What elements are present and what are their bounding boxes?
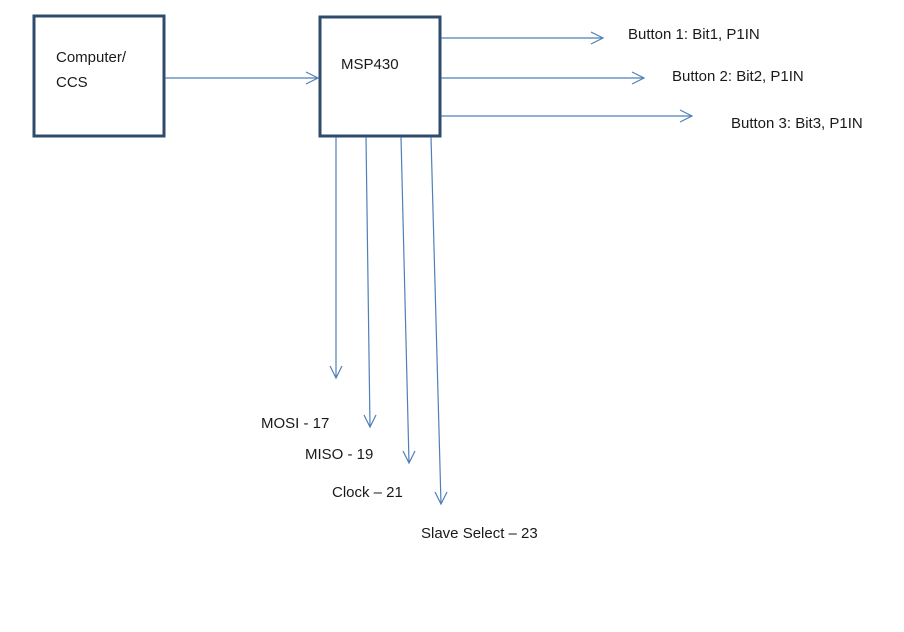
slave-select-output: Slave Select – 23 xyxy=(421,136,538,542)
miso-label: MISO - 19 xyxy=(305,446,373,463)
computer-ccs-box xyxy=(32,14,166,138)
computer-to-msp430-arrowhead xyxy=(305,71,320,85)
miso-line xyxy=(365,136,371,428)
clock-line xyxy=(400,136,410,464)
clock-arrowhead xyxy=(402,450,416,465)
button-1-arrowhead xyxy=(590,31,605,45)
slave-select-arrowhead xyxy=(434,491,448,506)
computer-ccs-label-line1: Computer/ xyxy=(56,49,127,66)
button-2-arrowhead xyxy=(631,71,646,85)
msp430-box xyxy=(318,15,442,138)
msp430-label: MSP430 xyxy=(341,56,399,73)
computer-to-msp430-arrow xyxy=(165,71,320,85)
button-1-output: Button 1: Bit1, P1IN xyxy=(441,26,760,45)
button-2-label: Button 2: Bit2, P1IN xyxy=(672,68,804,85)
msp430-node: MSP430 xyxy=(318,15,442,138)
button-3-arrowhead xyxy=(679,109,694,123)
mosi-arrowhead xyxy=(329,365,343,380)
button-2-output: Button 2: Bit2, P1IN xyxy=(441,68,804,85)
button-1-label: Button 1: Bit1, P1IN xyxy=(628,26,760,43)
mosi-label: MOSI - 17 xyxy=(261,415,329,432)
clock-label: Clock – 21 xyxy=(332,484,403,501)
miso-arrowhead xyxy=(363,414,377,429)
mosi-output: MOSI - 17 xyxy=(261,137,343,432)
miso-output: MISO - 19 xyxy=(305,136,377,463)
computer-ccs-node: Computer/ CCS xyxy=(32,14,166,138)
slave-select-label: Slave Select – 23 xyxy=(421,525,538,542)
button-3-label: Button 3: Bit3, P1IN xyxy=(731,115,863,132)
computer-ccs-label-line2: CCS xyxy=(56,74,88,91)
button-3-output: Button 3: Bit3, P1IN xyxy=(441,109,863,132)
slave-select-line xyxy=(430,136,442,505)
clock-output: Clock – 21 xyxy=(332,136,416,501)
